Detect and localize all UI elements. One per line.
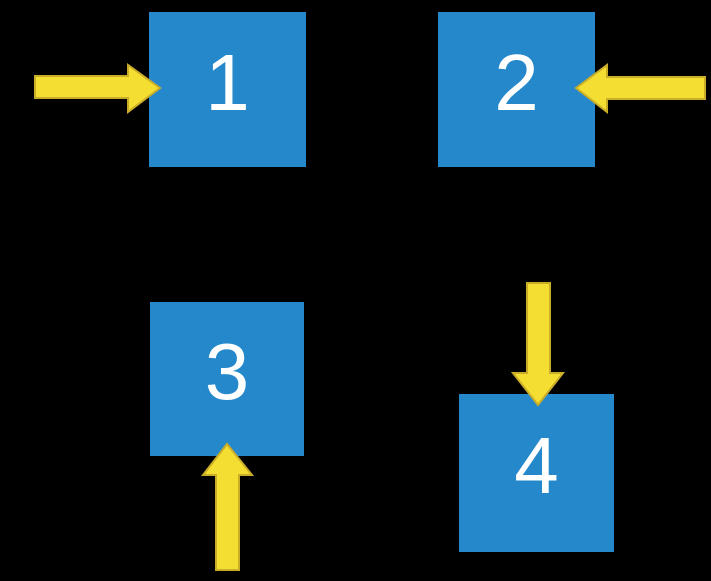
box-2: 2 — [438, 12, 595, 167]
box-1-label: 1 — [205, 37, 250, 127]
box-1: 1 — [149, 12, 306, 167]
box-2-label: 2 — [494, 37, 539, 127]
down-arrow-into-box-4-icon — [510, 282, 566, 407]
box-3-label: 3 — [204, 327, 250, 416]
right-arrow-into-box-1-icon — [34, 63, 162, 114]
box-4: 4 — [459, 394, 614, 552]
up-arrow-into-box-3-icon — [200, 442, 255, 571]
box-3: 3 — [150, 302, 304, 456]
box-4-label: 4 — [514, 421, 559, 510]
left-arrow-into-box-2-icon — [574, 63, 706, 115]
